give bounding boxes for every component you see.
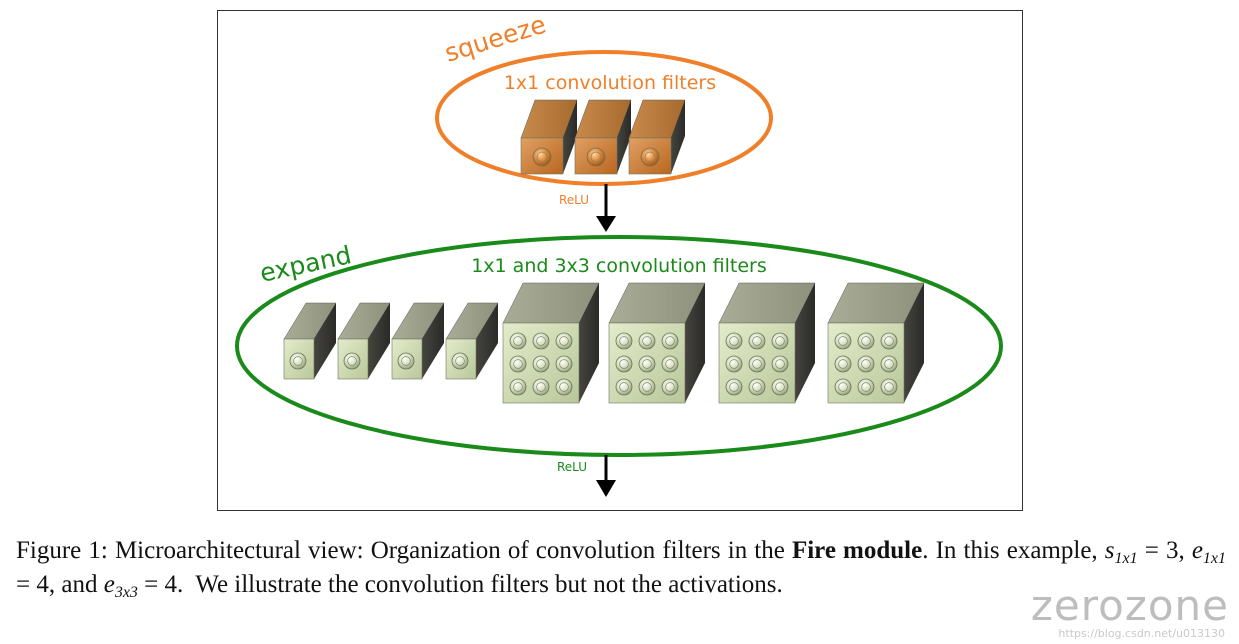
expand-3x3-filter: [502, 282, 600, 404]
e3-value: = 4.: [144, 571, 184, 598]
figure-frame: [217, 10, 1023, 511]
filter-weight-dot: [638, 355, 656, 373]
watermark-url: https://blog.csdn.net/u013130: [1058, 627, 1225, 640]
expand-arrow-head: [596, 480, 616, 497]
filter-weight-dot: [555, 332, 573, 350]
filter-weight-dot: [834, 355, 852, 373]
e3-variable: e: [103, 571, 115, 598]
filter-weight-dot: [725, 332, 743, 350]
filter-weight-dot: [509, 355, 527, 373]
expand-3x3-filter: [827, 282, 925, 404]
e3-subscript: 3x3: [114, 584, 138, 601]
filter-weight-dot: [615, 378, 633, 396]
filter-weight-dot: [638, 332, 656, 350]
filter-weight-dot: [532, 355, 550, 373]
squeeze-filters-label: 1x1 convolution filters: [504, 72, 716, 94]
e1-value: = 4, and: [16, 571, 98, 598]
filter-weight-dot: [857, 355, 875, 373]
filter-weight-dot: [397, 352, 415, 370]
filter-weight-dot: [638, 378, 656, 396]
expand-ellipse: [235, 235, 1003, 457]
s-variable: s: [1104, 537, 1115, 564]
filter-weight-dot: [586, 147, 606, 167]
expand-3x3-filter: [718, 282, 816, 404]
expand-1x1-filter: [445, 302, 499, 380]
squeeze-1x1-filter: [520, 99, 578, 175]
filter-weight-dot: [748, 355, 766, 373]
e1-variable: e: [1191, 537, 1203, 564]
filter-weight-dot: [834, 332, 852, 350]
caption-text-3: We illustrate the convolution filters bu…: [195, 571, 783, 598]
filter-weight-dot: [509, 378, 527, 396]
filter-weight-dot: [640, 147, 660, 167]
caption-text-1: Microarchitectural view: Organization of…: [114, 537, 785, 564]
filter-weight-dot: [661, 378, 679, 396]
filter-weight-dot: [615, 332, 633, 350]
squeeze-relu-label: ReLU: [559, 193, 589, 207]
watermark-brand: zerozone: [1030, 581, 1229, 630]
expand-filters-label: 1x1 and 3x3 convolution filters: [471, 255, 767, 277]
filter-weight-dot: [532, 147, 552, 167]
squeeze-arrow-head: [596, 216, 616, 232]
filter-weight-dot: [451, 352, 469, 370]
filter-weight-dot: [615, 355, 633, 373]
fire-module-term: Fire module: [791, 537, 923, 564]
squeeze-filters: [520, 99, 686, 175]
s-value: = 3,: [1144, 537, 1185, 564]
expand-1x1-filter: [391, 302, 445, 380]
filter-weight-dot: [555, 355, 573, 373]
figure-caption: Figure 1: Microarchitectural view: Organ…: [16, 534, 1226, 602]
filter-weight-dot: [532, 378, 550, 396]
filter-weight-dot: [748, 378, 766, 396]
filter-weight-dot: [748, 332, 766, 350]
expand-1x1-filter: [283, 302, 337, 380]
filter-weight-dot: [771, 378, 789, 396]
expand-1x1-filter: [337, 302, 391, 380]
squeeze-1x1-filter: [628, 99, 686, 175]
filter-weight-dot: [857, 332, 875, 350]
s-subscript: 1x1: [1114, 550, 1138, 567]
filter-weight-dot: [725, 355, 743, 373]
expand-filters: [283, 282, 925, 404]
filter-weight-dot: [880, 332, 898, 350]
filter-weight-dot: [661, 355, 679, 373]
expand-relu-label: ReLU: [557, 460, 587, 474]
figure-label: Figure 1:: [16, 537, 108, 564]
squeeze-ellipse: [435, 50, 773, 186]
filter-weight-dot: [771, 332, 789, 350]
filter-weight-dot: [343, 352, 361, 370]
fire-module-diagram: squeeze 1x1 convolution filters ReLU exp…: [217, 10, 1023, 511]
filter-weight-dot: [880, 355, 898, 373]
filter-weight-dot: [857, 378, 875, 396]
filter-weight-dot: [880, 378, 898, 396]
filter-weight-dot: [725, 378, 743, 396]
filter-weight-dot: [834, 378, 852, 396]
filter-weight-dot: [661, 332, 679, 350]
filter-weight-dot: [509, 332, 527, 350]
e1-subscript: 1x1: [1202, 550, 1227, 567]
expand-3x3-filter: [608, 282, 706, 404]
filter-weight-dot: [289, 352, 307, 370]
filter-weight-dot: [555, 378, 573, 396]
filter-weight-dot: [771, 355, 789, 373]
squeeze-1x1-filter: [574, 99, 632, 175]
filter-weight-dot: [532, 332, 550, 350]
caption-text-2: . In this example,: [922, 537, 1098, 564]
